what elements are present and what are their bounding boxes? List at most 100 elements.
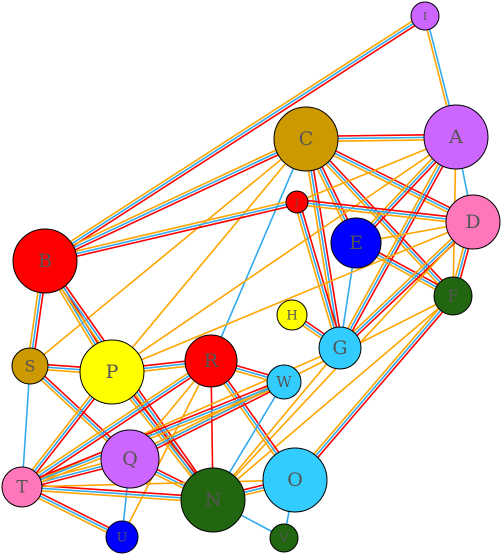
edge-strand [44,15,426,262]
node-h[interactable]: H [276,299,308,331]
edge-a-p [111,136,457,373]
node-circle[interactable] [445,194,501,250]
node-circle[interactable] [330,217,382,269]
edge-j-b [44,198,298,265]
edge-strand [298,201,344,348]
node-e[interactable]: E [330,217,382,269]
edge-strand [339,221,474,349]
node-label: N [205,489,222,511]
edge-strand [111,136,457,373]
node-label: H [286,309,297,324]
edge-strand [111,221,474,373]
edge-strand [44,138,307,262]
edge-strand [43,13,425,260]
node-circle[interactable] [184,334,238,388]
node-label: B [38,250,52,272]
node-t[interactable]: T [1,466,43,508]
edge-strand [294,295,454,481]
node-o[interactable]: O [262,447,328,513]
node-circle[interactable] [105,520,139,554]
node-label: G [332,337,347,359]
node-r[interactable]: R [184,334,238,388]
edge-strand [44,201,298,262]
edge-strand [341,137,459,350]
node-circle[interactable] [100,429,160,489]
edge-strand [45,140,308,265]
edge-strand [111,138,307,373]
node-v[interactable]: V [269,523,299,553]
edges-layer [19,13,477,541]
node-circle[interactable] [285,190,309,214]
node-circle[interactable] [423,104,489,170]
node-label: T [16,478,28,498]
node-circle[interactable] [79,339,145,405]
node-circle[interactable] [273,106,339,172]
edge-strand [293,202,339,349]
node-label: P [106,361,119,383]
edge-strand [29,138,307,367]
edge-strand [20,378,284,486]
node-label: F [447,287,458,306]
node-f[interactable]: F [433,276,473,316]
edge-strand [337,219,472,347]
node-label: D [465,211,480,233]
edge-i-b [43,13,427,264]
edge-r-t [20,358,213,490]
edge-j-d [296,198,474,226]
node-s[interactable]: S [11,347,49,385]
node-circle[interactable] [12,228,78,294]
node-label: R [204,350,219,372]
node-b[interactable]: B [12,228,78,294]
edge-strand [121,360,212,538]
node-d[interactable]: D [445,194,501,250]
node-p[interactable]: P [79,339,145,405]
node-a[interactable]: A [423,104,489,170]
node-n[interactable]: N [180,467,246,533]
edge-strand [21,479,296,488]
node-label: O [287,469,303,491]
edge-strand [45,17,427,264]
node-w[interactable]: W [266,364,302,400]
edge-f-o [292,293,456,483]
edge-g-n [212,347,341,501]
edge-strand [22,362,213,490]
node-circle[interactable] [410,1,440,31]
edge-strand [292,293,452,479]
node-label: U [117,531,128,546]
node-label: Q [122,448,138,470]
node-circle[interactable] [11,347,49,385]
edge-strand [296,203,473,226]
edge-c-s [29,138,307,367]
node-label: C [299,128,314,150]
node-circle[interactable] [318,326,362,370]
edge-strand [20,358,211,486]
node-i[interactable]: I [410,1,440,31]
node-j[interactable]: J [285,190,309,214]
node-c[interactable]: C [273,106,339,172]
node-circle[interactable] [180,467,246,533]
edge-a-g [337,135,459,350]
node-label: S [25,357,36,376]
node-circle[interactable] [266,364,302,400]
node-u[interactable]: U [105,520,139,554]
node-g[interactable]: G [318,326,362,370]
edge-strand [212,347,341,501]
edge-strand [45,203,298,265]
edge-t-o [21,479,296,488]
edge-strand [296,201,474,223]
edge-j-g [293,201,344,349]
edge-strand [43,135,306,260]
node-circle[interactable] [1,466,43,508]
node-circle[interactable] [276,299,308,331]
node-circle[interactable] [269,523,299,553]
node-circle[interactable] [433,276,473,316]
node-q[interactable]: Q [100,429,160,489]
node-circle[interactable] [262,447,328,513]
edge-strand [307,138,344,348]
edge-strand [212,295,454,501]
edge-r-u [121,360,212,538]
edge-d-p [111,221,474,373]
edge-strand [22,383,286,491]
edge-strand [21,381,285,488]
